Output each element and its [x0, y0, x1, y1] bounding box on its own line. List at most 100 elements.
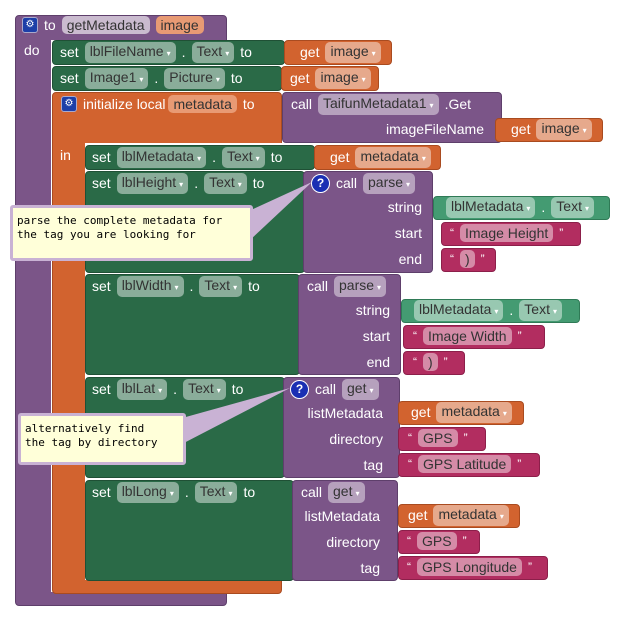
var-dropdown[interactable]: metadata▾: [355, 146, 431, 168]
text-field[interactable]: Image Width: [423, 327, 512, 345]
component-dropdown[interactable]: lblLat▾: [116, 378, 168, 400]
method-label: .Get: [444, 96, 472, 112]
component-dropdown[interactable]: lblWidth▾: [116, 275, 184, 297]
end-label: end: [366, 354, 390, 370]
component-dropdown[interactable]: TaifunMetadata1▾: [318, 93, 439, 115]
text-field[interactable]: GPS Latitude: [418, 455, 512, 473]
property-dropdown[interactable]: Text▾: [519, 299, 562, 321]
procedure-dropdown[interactable]: parse▾: [363, 172, 416, 194]
dot: .: [541, 199, 546, 215]
to-label: to: [248, 278, 260, 294]
tag-label: tag: [360, 560, 380, 576]
get-image-block[interactable]: [284, 40, 392, 65]
set-lblFileName-block[interactable]: [52, 40, 285, 65]
component-dropdown[interactable]: lblMetadata▾: [116, 146, 207, 168]
call-get-metadata-block[interactable]: [282, 92, 502, 143]
property-dropdown[interactable]: Text▾: [204, 172, 247, 194]
lblMetadata-text-getter[interactable]: [433, 196, 610, 220]
get-label: get: [408, 507, 428, 523]
component-dropdown[interactable]: Image1▾: [84, 67, 149, 89]
text-tag-block[interactable]: [398, 556, 548, 580]
var-dropdown[interactable]: image▾: [325, 41, 381, 63]
dot: .: [181, 44, 186, 60]
end-label: end: [398, 251, 422, 267]
var-dropdown[interactable]: metadata▾: [433, 504, 509, 526]
set-label: set: [92, 175, 111, 191]
to-label: to: [242, 96, 255, 112]
param-image[interactable]: image: [155, 16, 204, 34]
text-field[interactable]: ): [423, 353, 438, 371]
arg-label: imageFileName: [385, 121, 484, 137]
get-image-block[interactable]: [281, 66, 379, 91]
get-metadata-block[interactable]: [398, 401, 524, 425]
text-field[interactable]: GPS Longitude: [417, 558, 522, 576]
property-dropdown[interactable]: Picture▾: [164, 67, 225, 89]
text-field[interactable]: GPS: [417, 532, 457, 550]
help-icon[interactable]: ?: [311, 173, 330, 193]
initialize-local-label: initialize local: [83, 96, 166, 112]
text-start-block[interactable]: [403, 325, 545, 349]
text-directory-block[interactable]: [398, 427, 486, 451]
get-label: get: [330, 149, 350, 165]
component-dropdown[interactable]: lblLong▾: [116, 481, 179, 503]
var-dropdown[interactable]: image▾: [315, 67, 371, 89]
procedure-name-field[interactable]: getMetadata: [61, 16, 150, 34]
property-dropdown[interactable]: Text▾: [551, 196, 594, 218]
string-label: string: [355, 302, 390, 318]
local-name-field[interactable]: metadata: [168, 95, 237, 113]
in-label: in: [60, 147, 71, 163]
text-directory-block[interactable]: [398, 530, 480, 554]
set-lblLong-block[interactable]: [85, 480, 294, 581]
to-label: to: [44, 17, 56, 33]
property-dropdown[interactable]: Text▾: [199, 275, 243, 297]
property-dropdown[interactable]: Text▾: [183, 378, 226, 400]
property-dropdown[interactable]: Text▾: [221, 146, 265, 168]
gear-icon[interactable]: ⚙: [61, 96, 77, 112]
set-label: set: [92, 278, 111, 294]
get-label: get: [290, 70, 310, 86]
call-label: call: [291, 96, 313, 112]
to-label: to: [243, 484, 256, 500]
get-image-block[interactable]: [495, 118, 603, 142]
string-label: string: [387, 199, 422, 215]
comment-bubble[interactable]: parse the complete metadata for the tag …: [10, 205, 253, 261]
set-Image1-block[interactable]: [52, 66, 282, 91]
call-parse-block[interactable]: [298, 274, 401, 375]
gear-icon[interactable]: ⚙: [22, 17, 38, 33]
call-get-block[interactable]: [292, 480, 398, 581]
comment-bubble[interactable]: alternatively find the tag by directory: [18, 413, 186, 465]
start-label: start: [394, 225, 422, 241]
component-dropdown[interactable]: lblMetadata▾: [446, 196, 536, 218]
var-dropdown[interactable]: metadata▾: [436, 401, 512, 423]
component-dropdown[interactable]: lblFileName▾: [84, 41, 176, 63]
text-tag-block[interactable]: [398, 453, 540, 477]
get-metadata-block[interactable]: [314, 145, 441, 170]
lblMetadata-text-getter[interactable]: [401, 299, 580, 323]
component-dropdown[interactable]: lblHeight▾: [116, 172, 189, 194]
do-label: do: [24, 42, 40, 58]
component-dropdown[interactable]: lblMetadata▾: [414, 299, 504, 321]
procedure-header: ⚙ to getMetadata image: [22, 14, 204, 36]
set-label: set: [60, 44, 79, 60]
procedure-dropdown[interactable]: parse▾: [334, 275, 387, 297]
set-lblWidth-block[interactable]: [85, 274, 300, 375]
var-dropdown[interactable]: image▾: [536, 118, 592, 140]
start-label: start: [362, 328, 390, 344]
property-dropdown[interactable]: Text▾: [194, 481, 238, 503]
set-label: set: [60, 70, 79, 86]
text-field[interactable]: GPS: [418, 429, 458, 447]
text-end-block[interactable]: [403, 351, 465, 375]
procedure-dropdown[interactable]: get▾: [342, 378, 379, 400]
text-start-block[interactable]: [441, 222, 581, 246]
help-icon[interactable]: ?: [290, 379, 309, 399]
set-label: set: [92, 484, 111, 500]
get-metadata-block[interactable]: [398, 504, 520, 528]
procedure-dropdown[interactable]: get▾: [328, 481, 365, 503]
property-dropdown[interactable]: Text▾: [191, 41, 235, 63]
text-end-block[interactable]: [441, 248, 496, 272]
get-label: get: [511, 121, 531, 137]
text-field[interactable]: Image Height: [460, 224, 554, 242]
text-field[interactable]: ): [460, 250, 475, 268]
listMetadata-label: listMetadata: [307, 405, 383, 421]
